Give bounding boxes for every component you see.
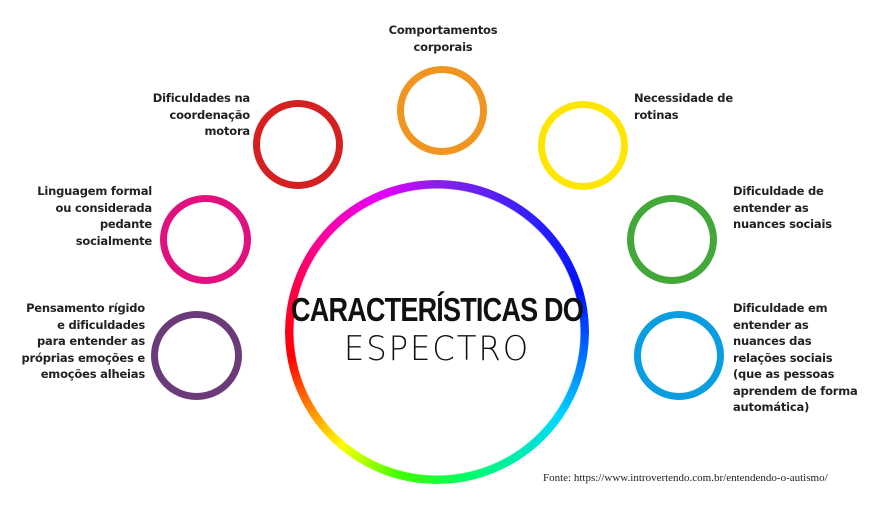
ring-nuances: [627, 195, 717, 284]
title-line2: ESPECTRO: [343, 329, 531, 369]
label-linguagem: Linguagem formal ou considerada pedante …: [37, 184, 152, 248]
ring-relacoes: [634, 311, 724, 400]
ring-coordenacao: [253, 100, 343, 189]
label-rotinas: Necessidade de rotinas: [634, 91, 733, 122]
label-relacoes: Dificuldade em entender as nuances das r…: [733, 301, 858, 414]
ring-pensamento: [151, 311, 242, 400]
spectrum-ring: [285, 180, 589, 484]
ring-comportamentos: [397, 66, 487, 155]
source-link[interactable]: Fonte: https://www.introvertendo.com.br/…: [543, 472, 828, 484]
label-pensamento: Pensamento rígido e dificuldades para en…: [21, 301, 145, 381]
label-nuances: Dificuldade de entender as nuances socia…: [733, 184, 832, 231]
title-line1: CARACTERÍSTICAS DO: [291, 291, 584, 328]
label-coordenacao: Dificuldades na coordenação motora: [152, 91, 250, 138]
label-comportamentos: Comportamentos corporais: [388, 23, 498, 54]
ring-rotinas: [538, 101, 628, 190]
ring-linguagem: [160, 195, 251, 284]
